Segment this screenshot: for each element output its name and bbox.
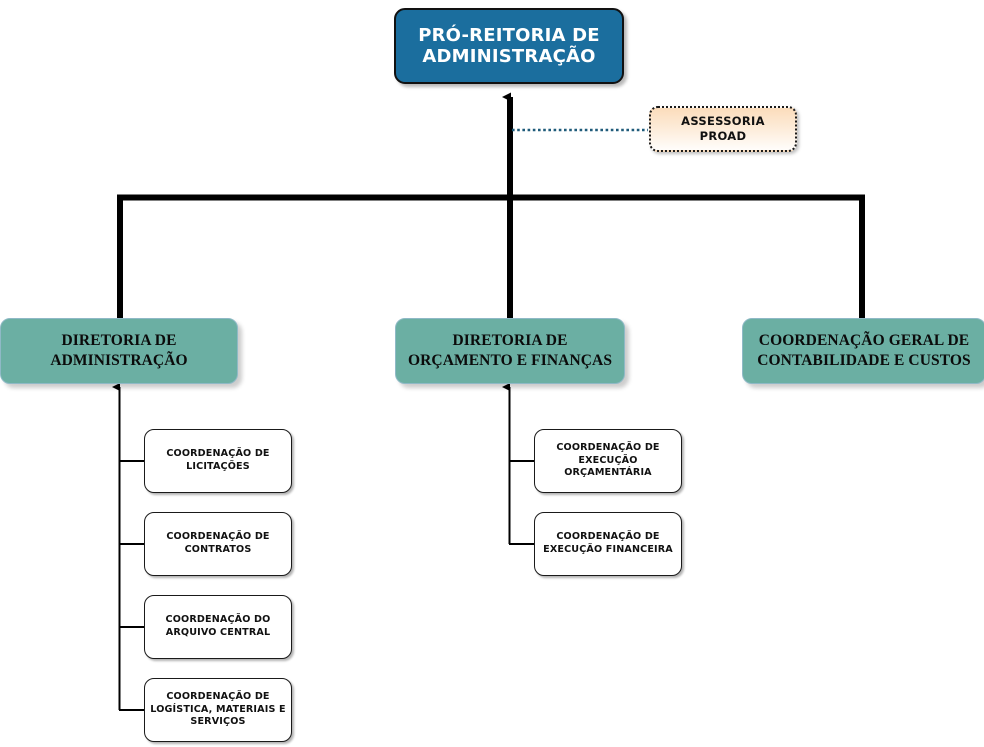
node-label-line2: LICITAÇÕES xyxy=(186,461,250,472)
node-label-line2: CONTABILIDADE E CUSTOS xyxy=(757,352,971,369)
node-label-line2: ADMINISTRAÇÃO xyxy=(422,46,596,67)
node-label-line1: COORDENAÇÃO DE xyxy=(556,531,660,543)
node-label-line1: COORDENAÇÃO DE xyxy=(166,531,270,543)
node-coordenacao-contratos[interactable]: COORDENAÇÃO DE CONTRATOS xyxy=(144,512,292,576)
node-label-line2: PROAD xyxy=(699,129,747,143)
node-label-line2: EXECUÇÃO xyxy=(578,454,638,466)
node-coordenacao-licitacoes[interactable]: COORDENAÇÃO DE LICITAÇÕES xyxy=(144,429,292,493)
node-coordenacao-arquivo-central[interactable]: COORDENAÇÃO DO ARQUIVO CENTRAL xyxy=(144,595,292,659)
node-label-line2: LOGÍSTICA, MATERIAIS E xyxy=(150,703,286,715)
node-assessoria-proad[interactable]: ASSESSORIA PROAD xyxy=(649,106,797,152)
node-label-line1: PRÓ-REITORIA DE xyxy=(418,24,600,46)
node-label-line2: ADMINISTRAÇÃO xyxy=(50,352,188,369)
node-diretoria-orcamento-financas[interactable]: DIRETORIA DE ORÇAMENTO E FINANÇAS xyxy=(395,318,625,384)
node-label: DIRETORIA DE ADMINISTRAÇÃO xyxy=(50,331,187,371)
node-label-line1: COORDENAÇÃO DE xyxy=(166,691,270,703)
node-label: COORDENAÇÃO DE LOGÍSTICA, MATERIAIS E SE… xyxy=(150,691,285,729)
node-label-line1: ASSESSORIA xyxy=(681,114,765,129)
node-pro-reitoria-de-administracao[interactable]: PRÓ-REITORIA DE ADMINISTRAÇÃO xyxy=(394,8,624,84)
node-label-line2: ARQUIVO CENTRAL xyxy=(165,627,271,638)
node-label: ASSESSORIA PROAD xyxy=(681,114,765,143)
node-label-line2: EXECUÇÃO FINANCEIRA xyxy=(543,544,673,555)
node-label: COORDENAÇÃO DE EXECUÇÃO ORÇAMENTÁRIA xyxy=(556,442,659,480)
node-label: COORDENAÇÃO GERAL DE CONTABILIDADE E CUS… xyxy=(757,331,971,371)
node-coordenacao-execucao-orcamentaria[interactable]: COORDENAÇÃO DE EXECUÇÃO ORÇAMENTÁRIA xyxy=(534,429,682,493)
node-label: COORDENAÇÃO DE CONTRATOS xyxy=(166,531,269,556)
node-label-line1: COORDENAÇÃO GERAL DE xyxy=(758,332,970,350)
node-coordenacao-execucao-financeira[interactable]: COORDENAÇÃO DE EXECUÇÃO FINANCEIRA xyxy=(534,512,682,576)
node-coordenacao-geral-contabilidade-custos[interactable]: COORDENAÇÃO GERAL DE CONTABILIDADE E CUS… xyxy=(742,318,984,384)
node-diretoria-administracao[interactable]: DIRETORIA DE ADMINISTRAÇÃO xyxy=(0,318,238,384)
node-label-line1: DIRETORIA DE xyxy=(452,332,568,350)
node-coordenacao-logistica-materiais-servicos[interactable]: COORDENAÇÃO DE LOGÍSTICA, MATERIAIS E SE… xyxy=(144,678,292,742)
node-label-line2: ORÇAMENTO E FINANÇAS xyxy=(407,352,613,369)
node-label-line2: CONTRATOS xyxy=(184,544,252,555)
node-label: COORDENAÇÃO DE LICITAÇÕES xyxy=(166,448,269,473)
node-label-line1: DIRETORIA DE xyxy=(61,332,177,350)
node-label-line1: COORDENAÇÃO DE xyxy=(166,448,270,460)
node-label-line3: SERVIÇOS xyxy=(190,716,246,728)
node-label: COORDENAÇÃO DE EXECUÇÃO FINANCEIRA xyxy=(543,531,673,556)
node-label-line3: ORÇAMENTÁRIA xyxy=(564,467,652,479)
node-label-line1: COORDENAÇÃO DO xyxy=(165,614,271,626)
node-label: PRÓ-REITORIA DE ADMINISTRAÇÃO xyxy=(418,25,600,67)
node-label: COORDENAÇÃO DO ARQUIVO CENTRAL xyxy=(166,614,271,639)
node-label-line1: COORDENAÇÃO DE xyxy=(556,442,660,454)
node-label: DIRETORIA DE ORÇAMENTO E FINANÇAS xyxy=(408,331,612,371)
